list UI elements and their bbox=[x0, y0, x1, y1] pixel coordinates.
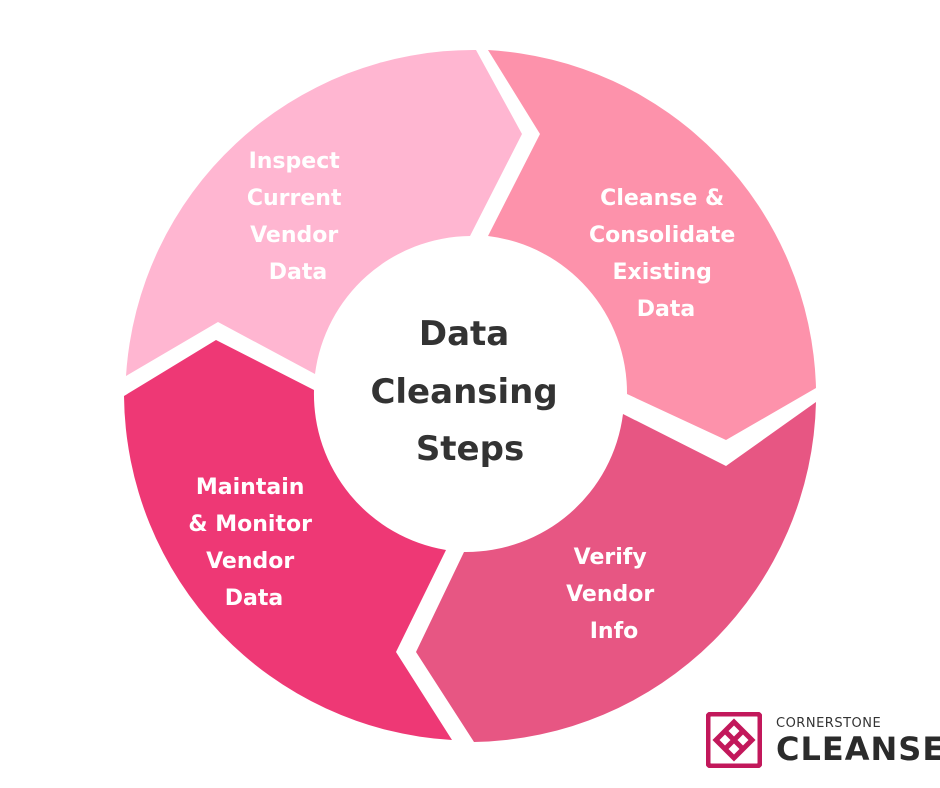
label-line: Info bbox=[590, 619, 639, 644]
label-line: Vendor bbox=[206, 549, 294, 574]
logo-small-text: CORNERSTONE bbox=[776, 716, 882, 731]
center-title: Data Cleansing Steps bbox=[370, 314, 569, 469]
label-line: Data bbox=[225, 586, 283, 611]
label-cleanse: Cleanse & Consolidate Existing Data bbox=[589, 186, 743, 322]
label-line: Verify bbox=[574, 545, 647, 570]
center-circle bbox=[320, 242, 620, 542]
label-verify: Verify Vendor Info bbox=[566, 545, 662, 644]
label-line: Vendor bbox=[250, 223, 338, 248]
label-line: & Monitor bbox=[188, 512, 312, 537]
segment-verify bbox=[416, 402, 816, 742]
label-line: Consolidate bbox=[589, 223, 735, 248]
label-inspect: Inspect Current Vendor Data bbox=[247, 149, 349, 285]
segment-cleanse bbox=[488, 50, 816, 440]
label-line: Current bbox=[247, 186, 342, 211]
brand-logo: CORNERSTONE CLEANSE bbox=[706, 708, 940, 770]
label-maintain: Maintain & Monitor Vendor Data bbox=[188, 475, 319, 611]
center-line: Steps bbox=[416, 429, 524, 469]
label-line: Maintain bbox=[196, 475, 305, 500]
label-line: Data bbox=[269, 260, 327, 285]
label-line: Inspect bbox=[249, 149, 341, 174]
label-line: Vendor bbox=[566, 582, 654, 607]
label-line: Data bbox=[637, 297, 695, 322]
center-line: Data bbox=[419, 314, 509, 354]
segment-maintain bbox=[124, 340, 452, 740]
label-line: Existing bbox=[613, 260, 712, 285]
logo-mark-icon bbox=[706, 712, 762, 768]
logo-big-text: CLEANSE bbox=[776, 730, 940, 768]
center-line: Cleansing bbox=[370, 372, 557, 412]
segment-inspect bbox=[126, 49, 522, 376]
label-line: Cleanse & bbox=[600, 186, 724, 211]
